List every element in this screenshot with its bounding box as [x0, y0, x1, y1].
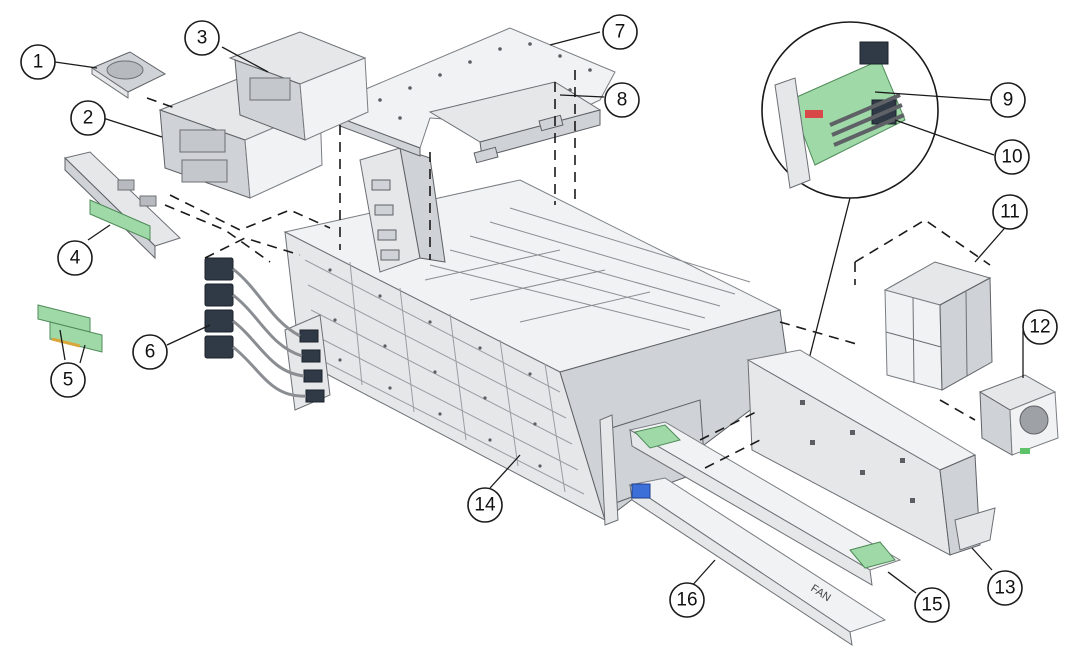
magnifier-leader: [804, 197, 851, 376]
callout-15-label: 15: [921, 595, 942, 616]
callout-1-label: 1: [33, 52, 44, 73]
callout-1: 1: [20, 44, 56, 80]
callout-9-label: 9: [1003, 90, 1014, 111]
callout-7-label: 7: [615, 22, 626, 43]
cpu-module-holes: [800, 400, 915, 503]
callout-5: 5: [50, 362, 86, 398]
callout-13: 13: [987, 570, 1023, 606]
system-fan: FAN: [628, 477, 887, 647]
callout-16-label: 16: [676, 590, 697, 611]
callout-5-label: 5: [63, 370, 74, 391]
callout-7: 7: [602, 14, 638, 50]
cpu-module: [746, 349, 996, 556]
callout-6-label: 6: [145, 342, 156, 363]
callout-12: 12: [1022, 309, 1058, 345]
riser-assembly: [359, 147, 446, 273]
callout-10-label: 10: [1001, 147, 1022, 168]
callout-4-label: 4: [70, 248, 81, 269]
callout-16: 16: [669, 582, 705, 618]
callout-10: 10: [994, 139, 1030, 175]
callout-2: 2: [70, 100, 106, 136]
assembly-guides: [146, 70, 991, 469]
callout-3-label: 3: [197, 28, 208, 49]
drive-cage-rear: [228, 31, 369, 141]
callout-4: 4: [57, 240, 93, 276]
callout-14-label: 14: [474, 495, 496, 516]
disk-backplane: [64, 151, 181, 260]
callout-11-label: 11: [1000, 202, 1020, 223]
callout-14: 14: [467, 487, 503, 523]
fan-tray-cover: [428, 81, 602, 164]
callout-13-label: 13: [994, 578, 1015, 599]
fan-module: [978, 374, 1059, 456]
callout-8: 8: [604, 82, 640, 118]
fan-module-bay: [883, 261, 993, 391]
hard-drive: [90, 51, 167, 99]
power-supply: [628, 421, 902, 586]
callout-8-label: 8: [617, 90, 628, 111]
callout-6: 6: [132, 334, 168, 370]
chassis-top-ribs: [424, 207, 751, 331]
callout-11: 11: [992, 194, 1028, 230]
callout-9: 9: [990, 82, 1026, 118]
callout-3: 3: [184, 20, 220, 56]
chassis-rear-post: [599, 414, 619, 526]
chassis-front-panels: [304, 259, 585, 495]
power-distribution: [204, 257, 331, 411]
callout-15: 15: [914, 587, 950, 623]
callout-12-label: 12: [1029, 317, 1050, 338]
detail-magnifier: [761, 21, 939, 199]
callout-2-label: 2: [83, 108, 94, 129]
callout-leaders: [54, 31, 1024, 594]
chassis-rivets: [328, 268, 542, 468]
memory-modules: [37, 304, 103, 353]
